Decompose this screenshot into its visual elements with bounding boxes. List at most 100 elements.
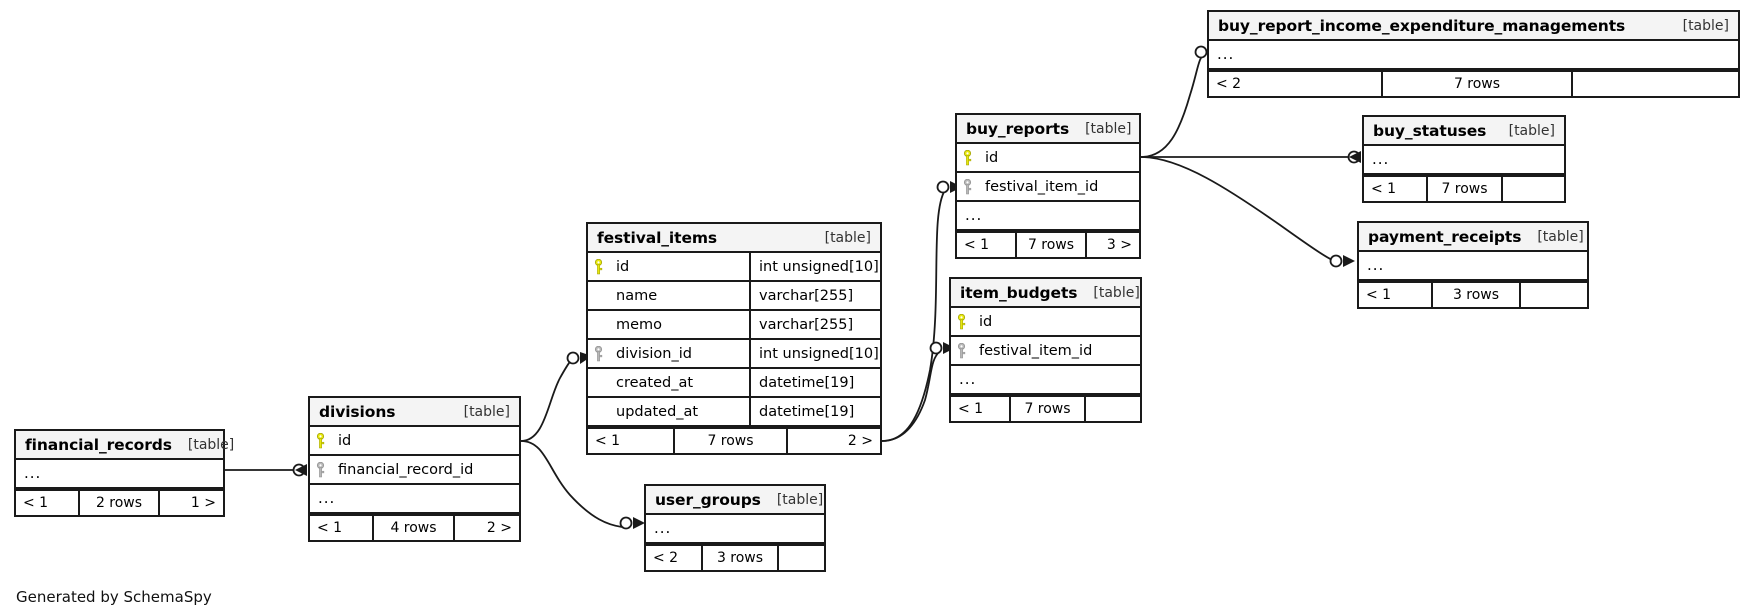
- table-title: payment_receipts: [1368, 227, 1522, 246]
- footer-children[interactable]: 3 >: [1085, 233, 1139, 257]
- footer-parents[interactable]: < 2: [653, 550, 679, 566]
- footer-children[interactable]: [1501, 177, 1564, 201]
- ellipsis-label: ...: [1372, 150, 1390, 168]
- footer-children[interactable]: 1 >: [158, 491, 223, 515]
- edge-endpoint-circle: [1329, 254, 1343, 268]
- footer-children[interactable]: [1519, 283, 1587, 307]
- column-type: int unsigned[10]: [749, 253, 880, 280]
- table-financial_records[interactable]: financial_records [table] ... < 1 2 rows…: [14, 429, 234, 517]
- table-row-ellipsis: ...: [951, 366, 1140, 395]
- footer-children[interactable]: 2 >: [453, 516, 519, 540]
- ellipsis-label: ...: [1367, 256, 1385, 274]
- column-name: division_id: [616, 345, 692, 362]
- table-footer: < 1 7 rows 2 >: [588, 427, 880, 453]
- edge-festival_items-buy_reports: [881, 189, 946, 442]
- edge-endpoint-circle: [619, 516, 633, 530]
- table-tag: [table]: [463, 403, 510, 420]
- table-header: buy_reports [table]: [957, 115, 1139, 144]
- table-header: festival_items [table]: [588, 224, 880, 253]
- footer-children[interactable]: [1571, 72, 1738, 96]
- edge-endpoint-circle: [929, 341, 943, 355]
- footer-parents[interactable]: < 1: [317, 520, 343, 536]
- footer-rowcount: 7 rows: [1009, 397, 1084, 421]
- table-row-column[interactable]: financial_record_id: [310, 456, 519, 485]
- column-name: created_at: [616, 374, 694, 391]
- footer-children[interactable]: [777, 546, 824, 570]
- table-row-column[interactable]: festival_item_id: [951, 337, 1140, 366]
- footer-parents[interactable]: < 1: [23, 495, 49, 511]
- table-title: divisions: [319, 402, 396, 421]
- edge-arrowhead: [1349, 151, 1361, 163]
- footer-rowcount: 7 rows: [673, 429, 786, 453]
- table-footer: < 2 3 rows: [646, 544, 824, 570]
- table-tag: [table]: [1537, 228, 1584, 245]
- ellipsis-label: ...: [1217, 45, 1235, 63]
- foreign-key-icon: [588, 340, 608, 367]
- table-header: user_groups [table]: [646, 486, 824, 515]
- table-header: payment_receipts [table]: [1359, 223, 1587, 252]
- table-row-column[interactable]: id int unsigned[10]: [588, 253, 880, 282]
- footer-children[interactable]: [1084, 397, 1140, 421]
- table-row-column[interactable]: name varchar[255]: [588, 282, 880, 311]
- column-name: memo: [616, 316, 663, 333]
- table-buy_statuses[interactable]: buy_statuses [table] ... < 1 7 rows: [1362, 115, 1566, 203]
- table-row-column[interactable]: created_at datetime[19]: [588, 369, 880, 398]
- key-slot-empty: [588, 398, 608, 425]
- footer-rowcount: 3 rows: [1431, 283, 1519, 307]
- table-row-column[interactable]: memo varchar[255]: [588, 311, 880, 340]
- column-name: id: [985, 149, 999, 166]
- table-row-column[interactable]: updated_at datetime[19]: [588, 398, 880, 427]
- ellipsis-label: ...: [24, 464, 42, 482]
- table-row-column[interactable]: festival_item_id: [957, 173, 1139, 202]
- table-divisions[interactable]: divisions [table] id: [308, 396, 521, 542]
- table-title: festival_items: [597, 228, 718, 247]
- primary-key-icon: [951, 308, 971, 335]
- edge-endpoint-circle: [292, 463, 306, 477]
- primary-key-icon: [310, 427, 330, 454]
- edge-festival_items-item_budgets: [881, 350, 941, 442]
- table-row-ellipsis: ...: [16, 460, 223, 489]
- edge-endpoint-circle: [936, 180, 950, 194]
- table-title: item_budgets: [960, 283, 1078, 302]
- footer-children[interactable]: 2 >: [786, 429, 880, 453]
- edge-endpoint-circle: [1194, 45, 1208, 59]
- footer-parents[interactable]: < 1: [1371, 181, 1397, 197]
- column-type: int unsigned[10]: [749, 340, 880, 367]
- table-header: financial_records [table]: [16, 431, 234, 460]
- table-footer: < 1 7 rows: [951, 395, 1140, 421]
- edge-arrowhead: [295, 464, 307, 476]
- table-row-column[interactable]: id: [957, 144, 1139, 173]
- footer-parents[interactable]: < 1: [595, 433, 621, 449]
- table-buy_report_income_expenditure_managements[interactable]: buy_report_income_expenditure_management…: [1207, 10, 1740, 98]
- footer-rowcount: 7 rows: [1015, 233, 1085, 257]
- column-name: updated_at: [616, 403, 699, 420]
- footer-parents[interactable]: < 1: [958, 401, 984, 417]
- table-row-column[interactable]: division_id int unsigned[10]: [588, 340, 880, 369]
- foreign-key-icon: [951, 337, 971, 364]
- edge-buy_reports-buy_report_income_expenditure_managements: [1140, 52, 1206, 158]
- column-name: id: [616, 258, 630, 275]
- table-buy_reports[interactable]: buy_reports [table] id: [955, 113, 1141, 259]
- table-row-column[interactable]: id: [951, 308, 1140, 337]
- table-header: buy_statuses [table]: [1364, 117, 1564, 146]
- footer-parents[interactable]: < 1: [1366, 287, 1392, 303]
- column-name: name: [616, 287, 658, 304]
- table-tag: [table]: [1085, 120, 1132, 137]
- column-type: varchar[255]: [749, 311, 880, 338]
- table-payment_receipts[interactable]: payment_receipts [table] ... < 1 3 rows: [1357, 221, 1589, 309]
- footer-rowcount: 3 rows: [701, 546, 777, 570]
- footer-parents[interactable]: < 1: [964, 237, 990, 253]
- table-row-ellipsis: ...: [1364, 146, 1564, 175]
- table-item_budgets[interactable]: item_budgets [table] id: [949, 277, 1142, 423]
- footer-parents[interactable]: < 2: [1216, 76, 1242, 92]
- edge-arrowhead: [1343, 255, 1355, 267]
- table-title: buy_report_income_expenditure_management…: [1218, 16, 1626, 35]
- table-row-ellipsis: ...: [310, 485, 519, 514]
- table-row-column[interactable]: id: [310, 427, 519, 456]
- table-row-ellipsis: ...: [1209, 41, 1738, 70]
- table-festival_items[interactable]: festival_items [table] id int unsigned[1…: [586, 222, 882, 455]
- ellipsis-label: ...: [654, 519, 672, 537]
- table-user_groups[interactable]: user_groups [table] ... < 2 3 rows: [644, 484, 826, 572]
- ellipsis-label: ...: [318, 489, 336, 507]
- column-name: festival_item_id: [985, 178, 1099, 195]
